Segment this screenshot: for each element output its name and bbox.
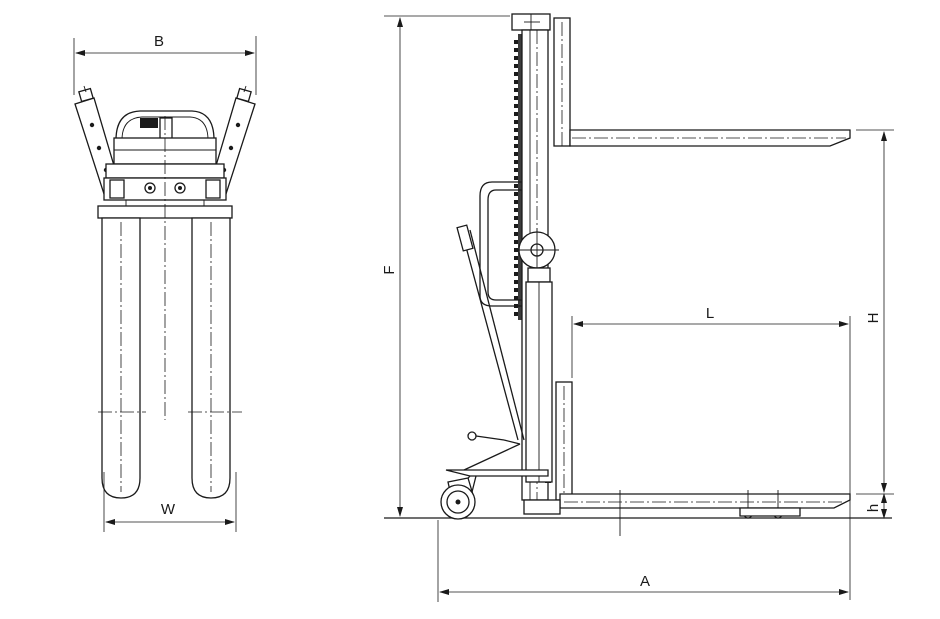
rack-tooth — [514, 232, 518, 236]
label-b: B — [154, 33, 164, 50]
lowered-fork — [559, 490, 851, 536]
left-fork — [98, 217, 146, 499]
dimension-a: A — [437, 520, 849, 602]
rack-tooth — [514, 296, 518, 300]
dimension-b: B — [73, 33, 257, 95]
tiller-frame — [456, 181, 525, 441]
rack-tooth — [514, 80, 518, 84]
caster-wheel — [440, 477, 476, 520]
rack-tooth — [514, 200, 518, 204]
rack-tooth — [514, 280, 518, 284]
rack-tooth — [514, 104, 518, 108]
rack-tooth — [514, 208, 518, 212]
label-a: A — [640, 573, 650, 590]
rack-tooth — [514, 272, 518, 276]
label-small-h: h — [865, 504, 882, 512]
label-h: H — [865, 313, 882, 324]
rack-tooth — [514, 152, 518, 156]
rack-tooth — [514, 192, 518, 196]
rack-tooth — [514, 48, 518, 52]
label-l: L — [706, 305, 714, 322]
dimension-f: F — [381, 15, 510, 517]
rack-tooth — [514, 240, 518, 244]
side-view: F — [381, 13, 894, 602]
rack-tooth — [514, 216, 518, 220]
rack-tooth — [514, 128, 518, 132]
rack-tooth — [514, 264, 518, 268]
rack-tooth — [514, 288, 518, 292]
hydraulic-cylinder — [525, 267, 553, 483]
dimension-w: W — [103, 472, 237, 532]
rack-tooth — [514, 56, 518, 60]
raised-carriage — [553, 17, 851, 147]
rack-tooth — [514, 88, 518, 92]
lowered-carriage — [555, 381, 573, 501]
rack-tooth — [514, 40, 518, 44]
rack-tooth — [514, 112, 518, 116]
rack-tooth — [514, 120, 518, 124]
right-fork — [188, 217, 242, 499]
label-w: W — [161, 501, 176, 518]
foot-pedal — [463, 431, 521, 471]
dimension-l: L — [571, 305, 851, 600]
rack-tooth — [514, 64, 518, 68]
rack-tooth — [514, 312, 518, 316]
rack-tooth — [514, 72, 518, 76]
rack-tooth — [514, 256, 518, 260]
dimension-h: H — [856, 129, 894, 495]
front-view: B — [73, 33, 257, 532]
rack-tooth — [514, 136, 518, 140]
rack-tooth — [514, 144, 518, 148]
rack-tooth — [514, 224, 518, 228]
rack-tooth — [514, 176, 518, 180]
dimension-small-h: h — [865, 493, 887, 519]
label-f: F — [381, 265, 398, 274]
rack-tooth — [514, 184, 518, 188]
rack-tooth — [514, 96, 518, 100]
rack-tooth — [514, 160, 518, 164]
rack-tooth — [514, 168, 518, 172]
